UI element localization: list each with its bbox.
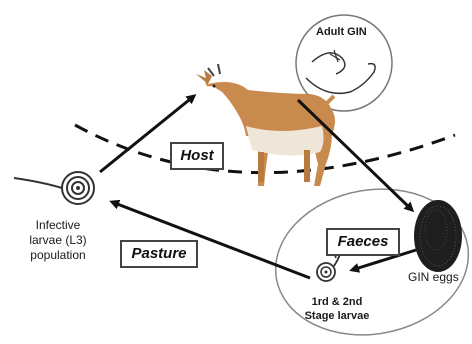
stage-label-line: 1rd & 2nd <box>288 296 386 310</box>
faeces-label: Faeces <box>326 228 400 256</box>
infective-label-line: population <box>6 248 110 263</box>
infective-label-line: Infective <box>6 218 110 233</box>
gin-eggs-label: GIN eggs <box>408 270 459 285</box>
adult-gin-label: Adult GIN <box>316 26 367 40</box>
host-label: Host <box>170 142 224 170</box>
egg-mass-icon <box>414 200 462 272</box>
stage-larvae-label: 1rd & 2nd Stage larvae <box>288 296 386 324</box>
infective-larvae-label: Infective larvae (L3) population <box>6 218 110 263</box>
infective-label-line: larvae (L3) <box>6 233 110 248</box>
pasture-label: Pasture <box>120 240 198 268</box>
stage-label-line: Stage larvae <box>288 310 386 324</box>
infective-larvae-icon <box>14 172 94 204</box>
